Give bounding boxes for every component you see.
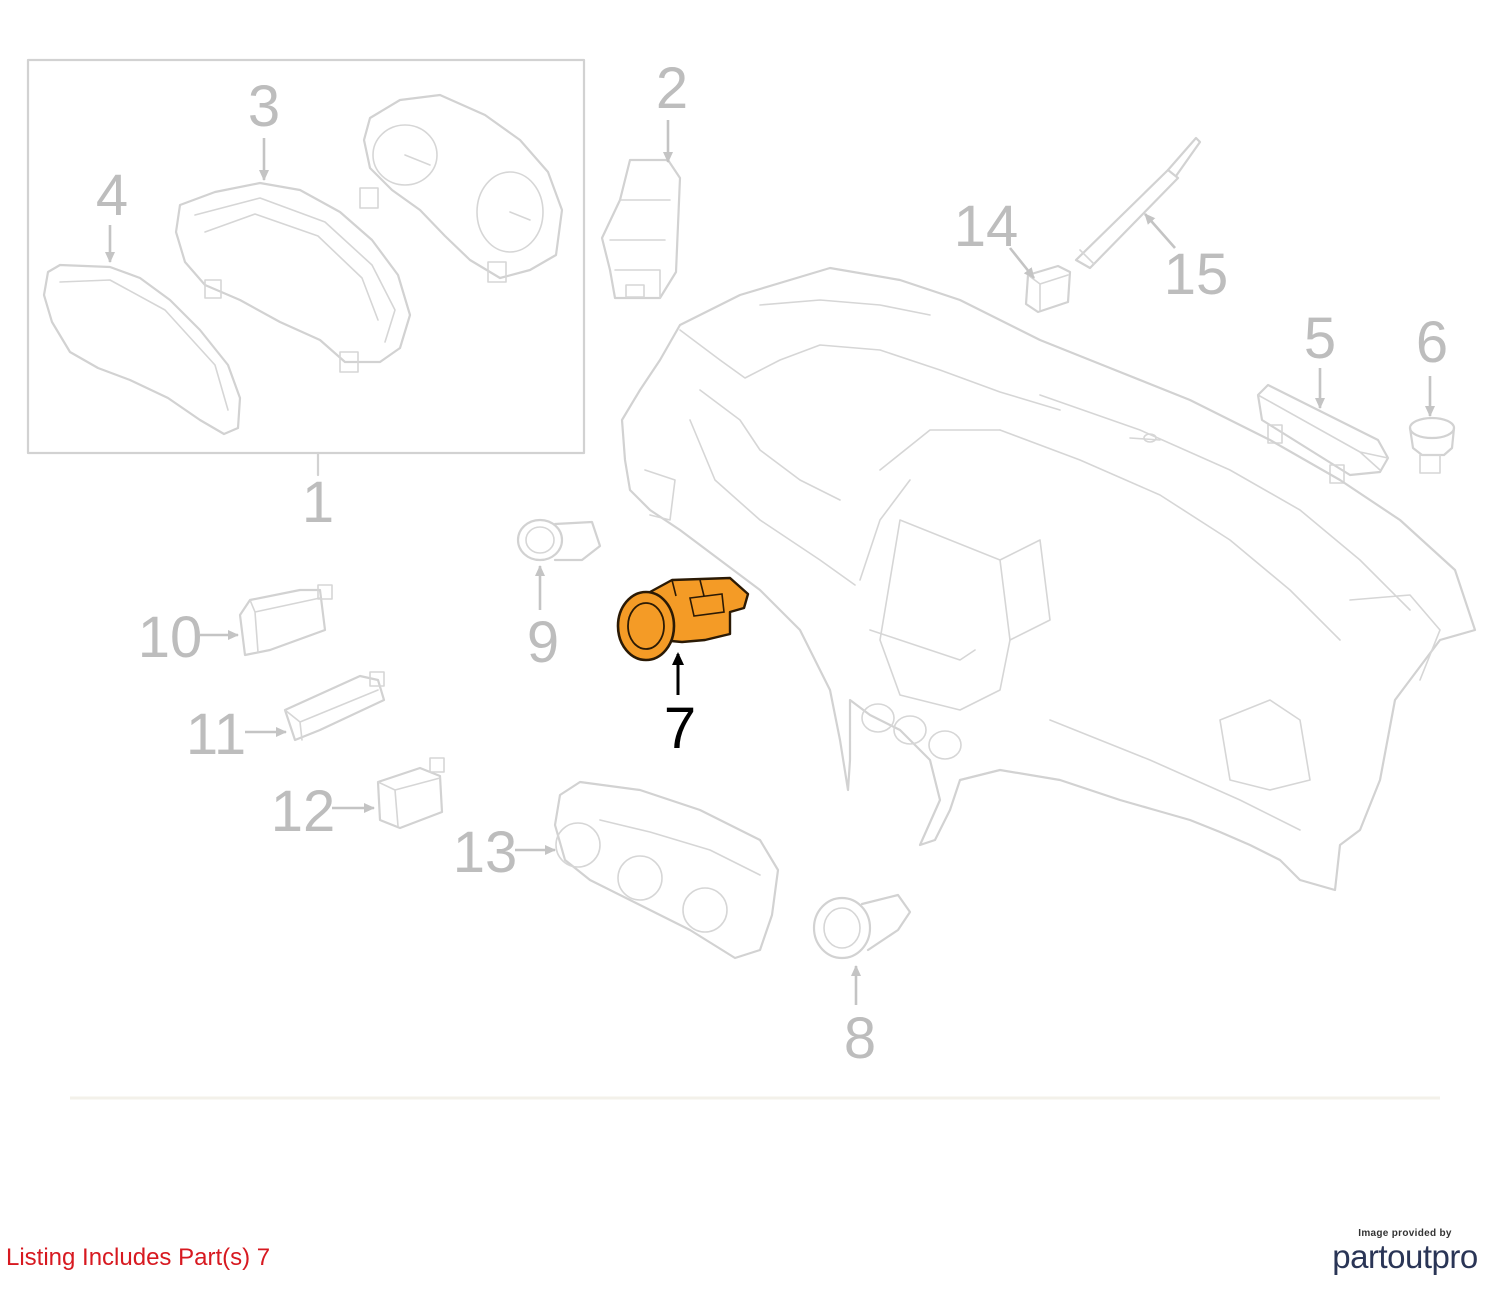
part-labels: 1 2 3 4 5 6 7 8 9 10 11 12 13 14 15	[96, 56, 1448, 1071]
cluster-group-box	[26, 58, 586, 477]
label-part-8: 8	[844, 1006, 876, 1071]
part-10-switch	[238, 584, 333, 657]
label-part-5: 5	[1304, 306, 1336, 371]
part-3-cluster-cover	[174, 181, 412, 373]
label-part-9: 9	[527, 610, 559, 675]
label-part-15: 15	[1164, 242, 1229, 307]
part-5-switch-bar	[1256, 383, 1390, 484]
label-part-4: 4	[96, 163, 128, 228]
part-14-switch	[1024, 264, 1072, 314]
label-part-10: 10	[138, 605, 203, 670]
part-2-switch-module	[600, 158, 682, 300]
label-part-7: 7	[664, 696, 696, 761]
part-11-switch	[283, 671, 386, 742]
label-part-6: 6	[1416, 310, 1448, 375]
image-credit: Image provided by partoutpro	[1330, 1228, 1480, 1275]
label-part-1: 1	[302, 470, 334, 535]
label-part-13: 13	[453, 820, 518, 885]
listing-includes-text: Listing Includes Part(s) 7	[6, 1244, 271, 1271]
part-7-highlighted-switch	[616, 576, 750, 662]
part-12-switch	[376, 757, 445, 830]
part-15-rod	[1074, 136, 1202, 270]
part-13-climate-control	[553, 780, 780, 960]
label-part-2: 2	[656, 56, 688, 121]
cluster-gauges	[359, 93, 564, 283]
instrument-panel	[620, 266, 1477, 892]
credit-caption: Image provided by	[1358, 1228, 1452, 1239]
label-part-3: 3	[248, 74, 280, 139]
part-9-round-switch	[516, 518, 602, 562]
part-6-clip	[1408, 416, 1456, 474]
callout-arrows	[105, 120, 1435, 1005]
label-part-12: 12	[271, 779, 336, 844]
part-8-round-switch	[812, 893, 912, 960]
partoutpro-logo: partoutpro	[1332, 1238, 1478, 1275]
part-4-cluster-lens	[42, 263, 242, 436]
label-part-11: 11	[186, 702, 246, 767]
label-part-14: 14	[954, 194, 1019, 259]
